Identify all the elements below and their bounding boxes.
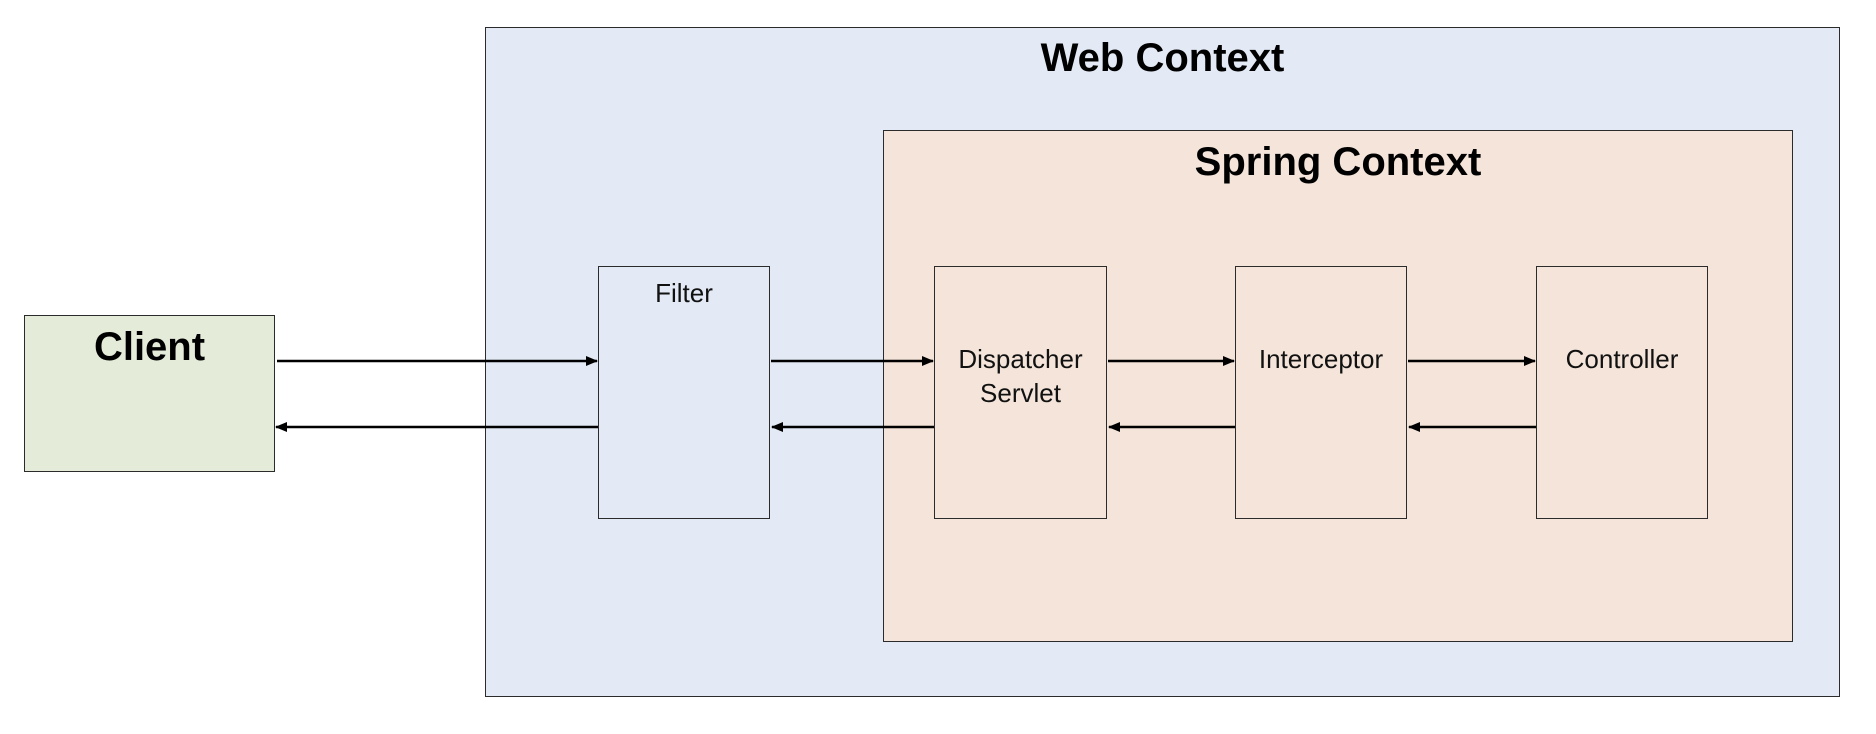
interceptor-box	[1235, 266, 1407, 519]
dispatcher-servlet-label: Dispatcher Servlet	[958, 344, 1083, 408]
client-title: Client	[93, 325, 206, 369]
spring-context-container	[883, 130, 1793, 642]
filter-box	[598, 266, 770, 519]
web-context-title: Web Context	[1040, 36, 1285, 80]
interceptor-label: Interceptor	[1258, 344, 1384, 374]
controller-label: Controller	[1565, 344, 1679, 374]
filter-label: Filter	[655, 278, 713, 308]
client-box	[24, 315, 275, 472]
dispatcher-servlet-box	[934, 266, 1107, 519]
spring-context-title: Spring Context	[1194, 140, 1482, 184]
controller-box	[1536, 266, 1708, 519]
